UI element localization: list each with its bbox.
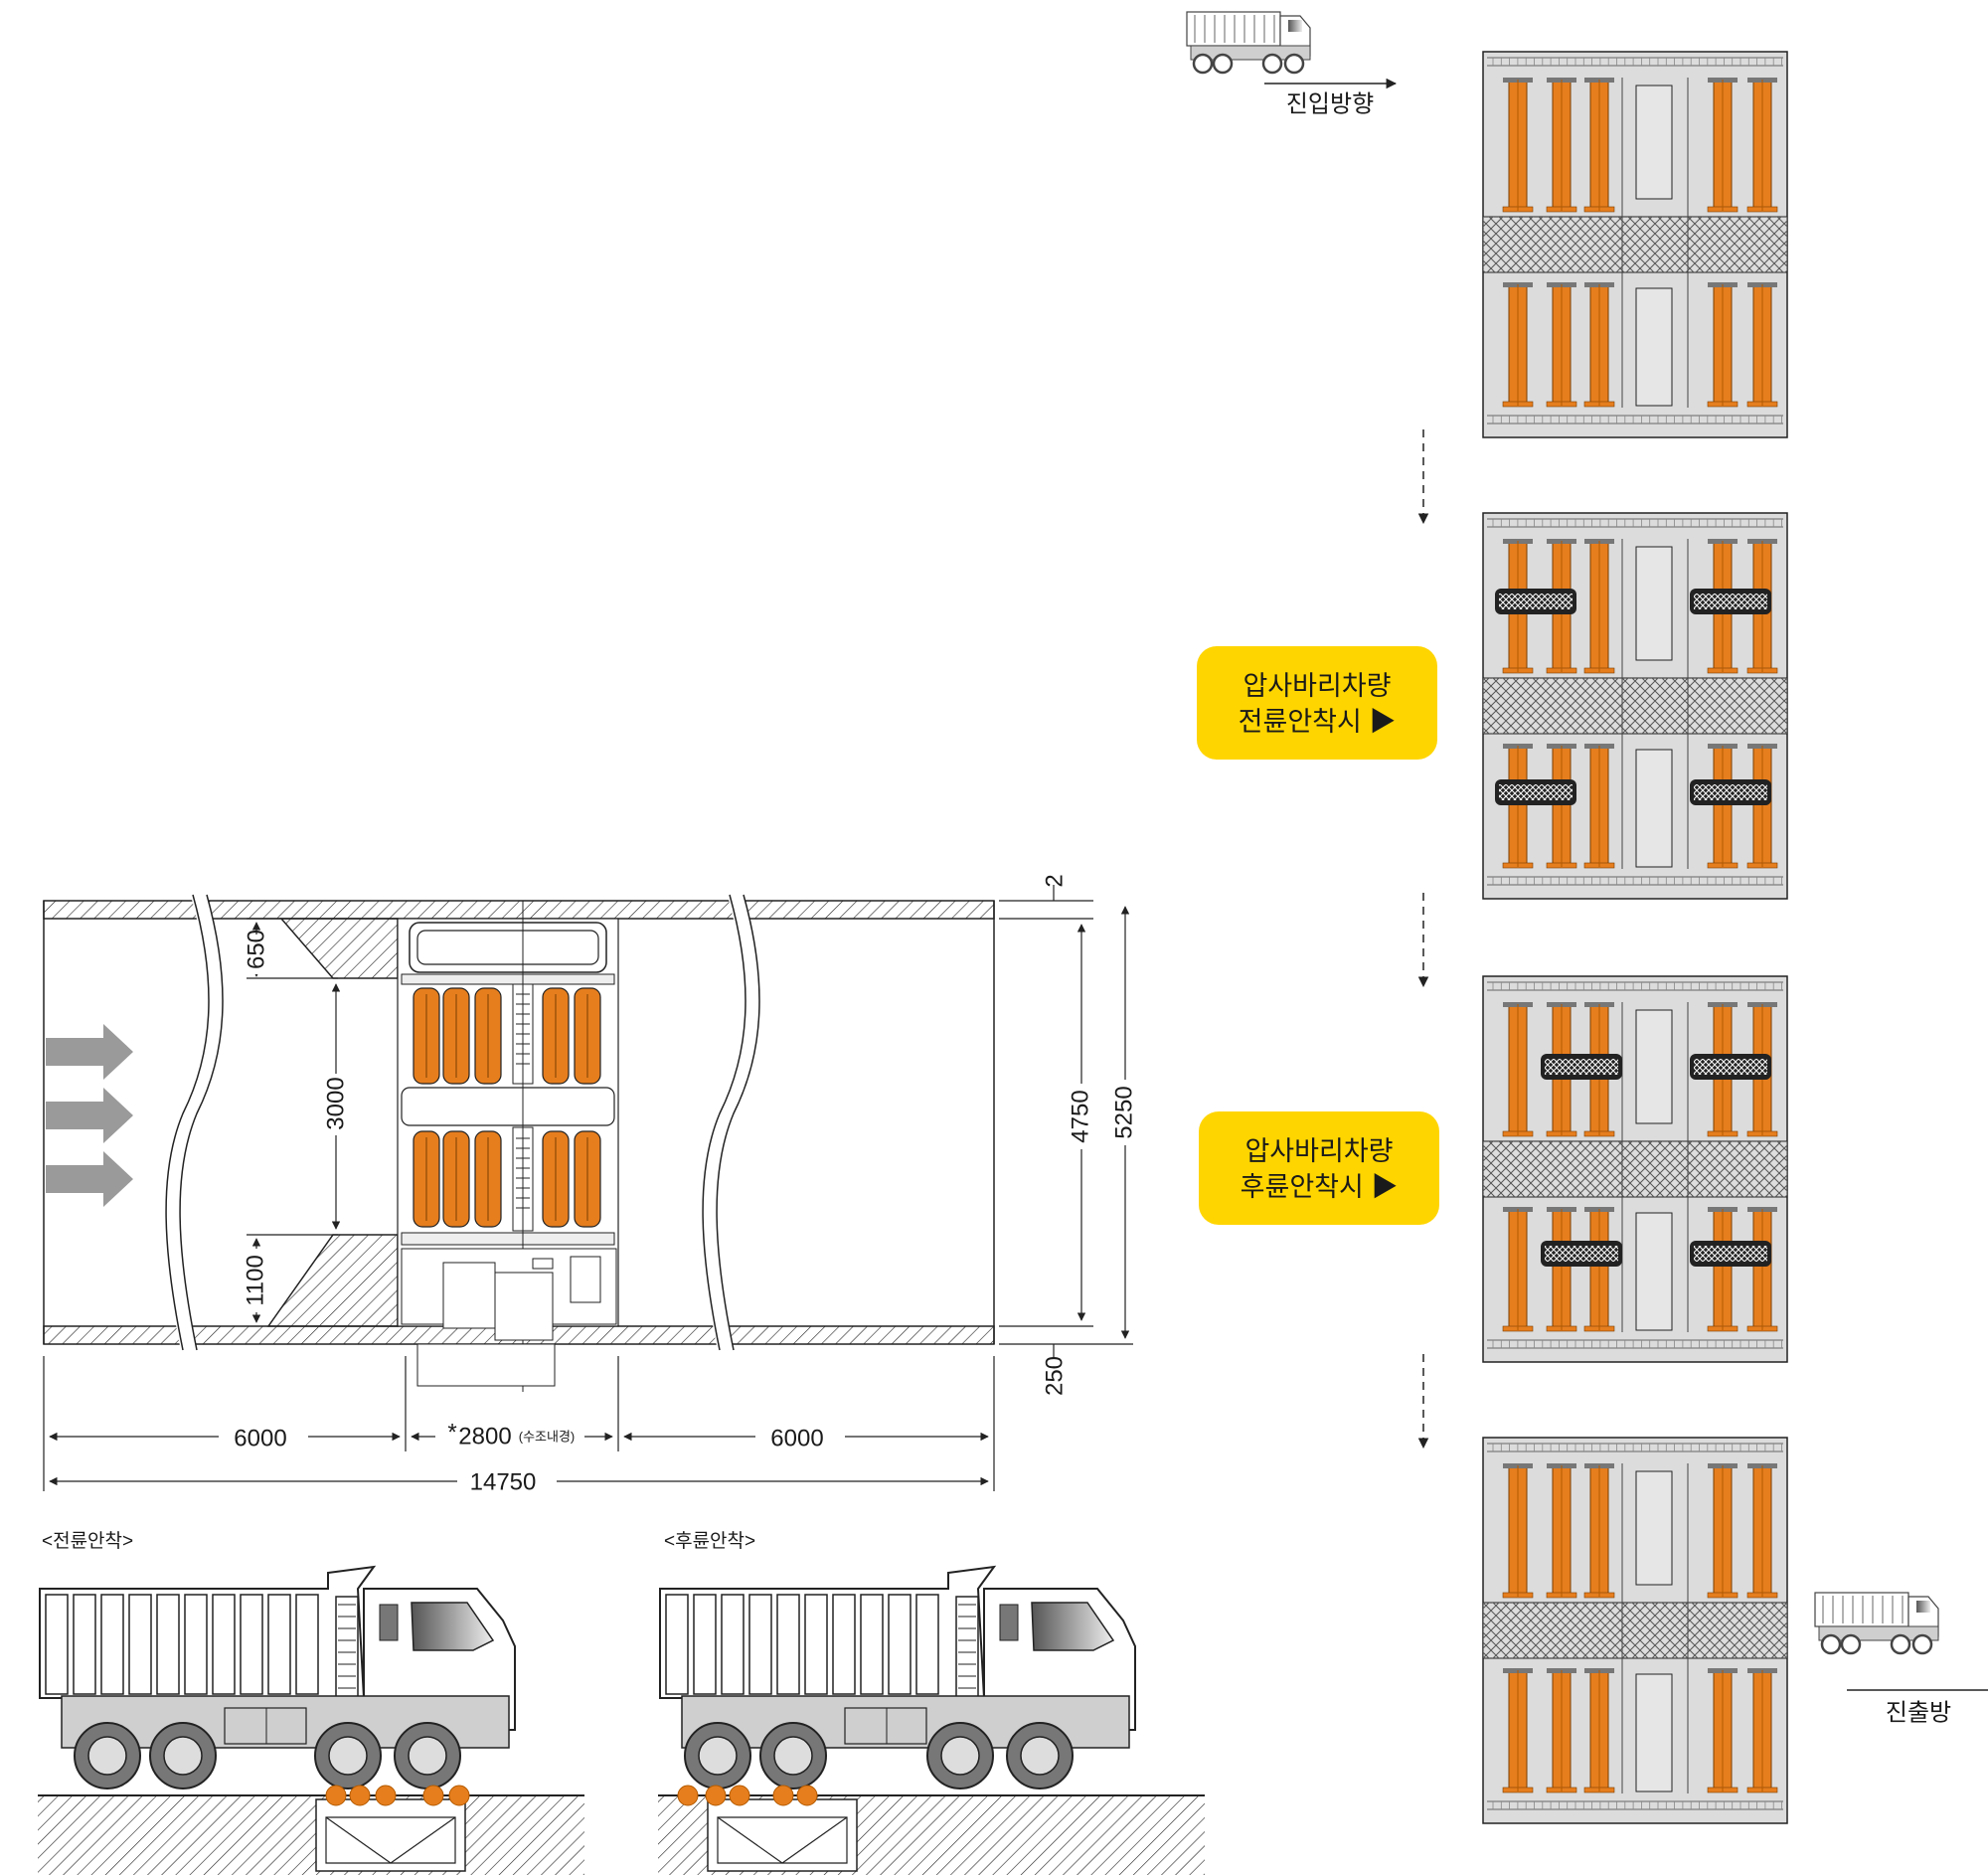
cab-window: [411, 1602, 495, 1651]
caption-rear-wheel: <후륜안착>: [664, 1530, 755, 1552]
inflow-arrows: [46, 1024, 133, 1207]
truck-wheel: [1212, 53, 1234, 75]
dim-inner-width: 3000: [322, 1077, 349, 1129]
roller: [796, 1785, 818, 1806]
exit-direction-label: 진출방: [1886, 1699, 1951, 1726]
plan-break-lines: [164, 892, 760, 1352]
crosshatch-band: [1483, 678, 1787, 734]
center-plate: [1635, 1212, 1673, 1331]
roller: [705, 1785, 727, 1806]
truck-wheel: [1261, 53, 1283, 75]
dump-truck-icon: [1814, 1592, 1939, 1655]
roller: [325, 1785, 347, 1806]
center-plate: [1635, 85, 1673, 200]
roller: [677, 1785, 699, 1806]
ground: [38, 1795, 584, 1875]
center-plate: [1635, 1009, 1673, 1124]
dim-bottom-gap: 250: [1041, 1356, 1068, 1396]
roller: [772, 1785, 794, 1806]
wash-pit: [315, 1798, 466, 1872]
rear-badge-line1: 압사바리차량: [1244, 1136, 1393, 1166]
wash-panel-2: [1482, 512, 1788, 900]
truck-front-elevation: [38, 1565, 584, 1875]
entry-truck-icon: [1186, 11, 1311, 75]
dump-truck: [658, 1565, 1205, 1875]
center-plate: [1635, 287, 1673, 407]
exit-truck-icon: [1814, 1592, 1939, 1655]
truck-wheel: [1192, 53, 1214, 75]
dim-center: 2800: [458, 1423, 511, 1449]
wash-unit-rollers: [413, 987, 601, 1228]
roller: [422, 1785, 444, 1806]
truck-wheel: [1820, 1633, 1842, 1655]
roller: [349, 1785, 371, 1806]
wash-pit: [707, 1798, 858, 1872]
dim-inner-height: 4750: [1067, 1090, 1093, 1142]
dump-truck-icon: [1186, 11, 1311, 75]
front-wheel-badge: 압사바리차량 전륜안착시 ▶: [1197, 646, 1437, 760]
truck-bed: [1814, 1592, 1909, 1627]
dim-center-prefix: *: [447, 1419, 456, 1446]
dim-center-note: (수조내경): [519, 1429, 576, 1444]
rear-badge-line2: 후륜안착시 ▶: [1241, 1172, 1399, 1202]
wash-panel-3: [1482, 975, 1788, 1363]
crosshatch-band: [1483, 217, 1787, 272]
truck-wheel: [1911, 1633, 1933, 1655]
truck-wheel: [1283, 53, 1305, 75]
caption-front-wheel: <전륜안착>: [42, 1530, 133, 1552]
crosshatch-band: [1483, 1603, 1787, 1658]
truck-rear-elevation: [658, 1565, 1205, 1875]
plan-view: 650 3000 1100 2 250 4750 5250 6000 * 280…: [43, 874, 1137, 1496]
dim-outer-height: 5250: [1110, 1086, 1137, 1138]
dim-exit-margin: 1100: [242, 1255, 268, 1306]
dim-approach-left: 6000: [234, 1425, 286, 1451]
roller: [375, 1785, 397, 1806]
roller: [448, 1785, 470, 1806]
dim-approach-right: 6000: [770, 1425, 823, 1451]
cab-window: [1031, 1602, 1115, 1651]
center-plate: [1635, 749, 1673, 868]
wash-panel-1: [1482, 51, 1788, 438]
truck-wheel: [1840, 1633, 1862, 1655]
truck-wheel: [1890, 1633, 1911, 1655]
dim-total: 14750: [470, 1468, 537, 1495]
center-plate: [1635, 1470, 1673, 1586]
flow-panels: [1482, 51, 1788, 1824]
roller: [729, 1785, 750, 1806]
center-plate: [1635, 1673, 1673, 1792]
truck-bed: [1186, 11, 1281, 47]
dump-truck: [38, 1565, 584, 1875]
center-plate: [1635, 546, 1673, 661]
front-badge-line2: 전륜안착시 ▶: [1239, 707, 1397, 737]
rear-wheel-badge: 압사바리차량 후륜안착시 ▶: [1199, 1111, 1439, 1225]
dim-entry-margin: 650: [243, 930, 269, 969]
plan-dimension-labels: 650 3000 1100 2 250 4750 5250 6000 * 280…: [219, 874, 1137, 1496]
crosshatch-band: [1483, 1141, 1787, 1197]
wash-unit: [397, 901, 619, 1392]
wash-panel-4: [1482, 1437, 1788, 1824]
front-badge-line1: 압사바리차량: [1242, 671, 1391, 701]
dim-top-gap: 2: [1041, 874, 1068, 887]
entry-direction-label: 진입방향: [1286, 90, 1374, 117]
